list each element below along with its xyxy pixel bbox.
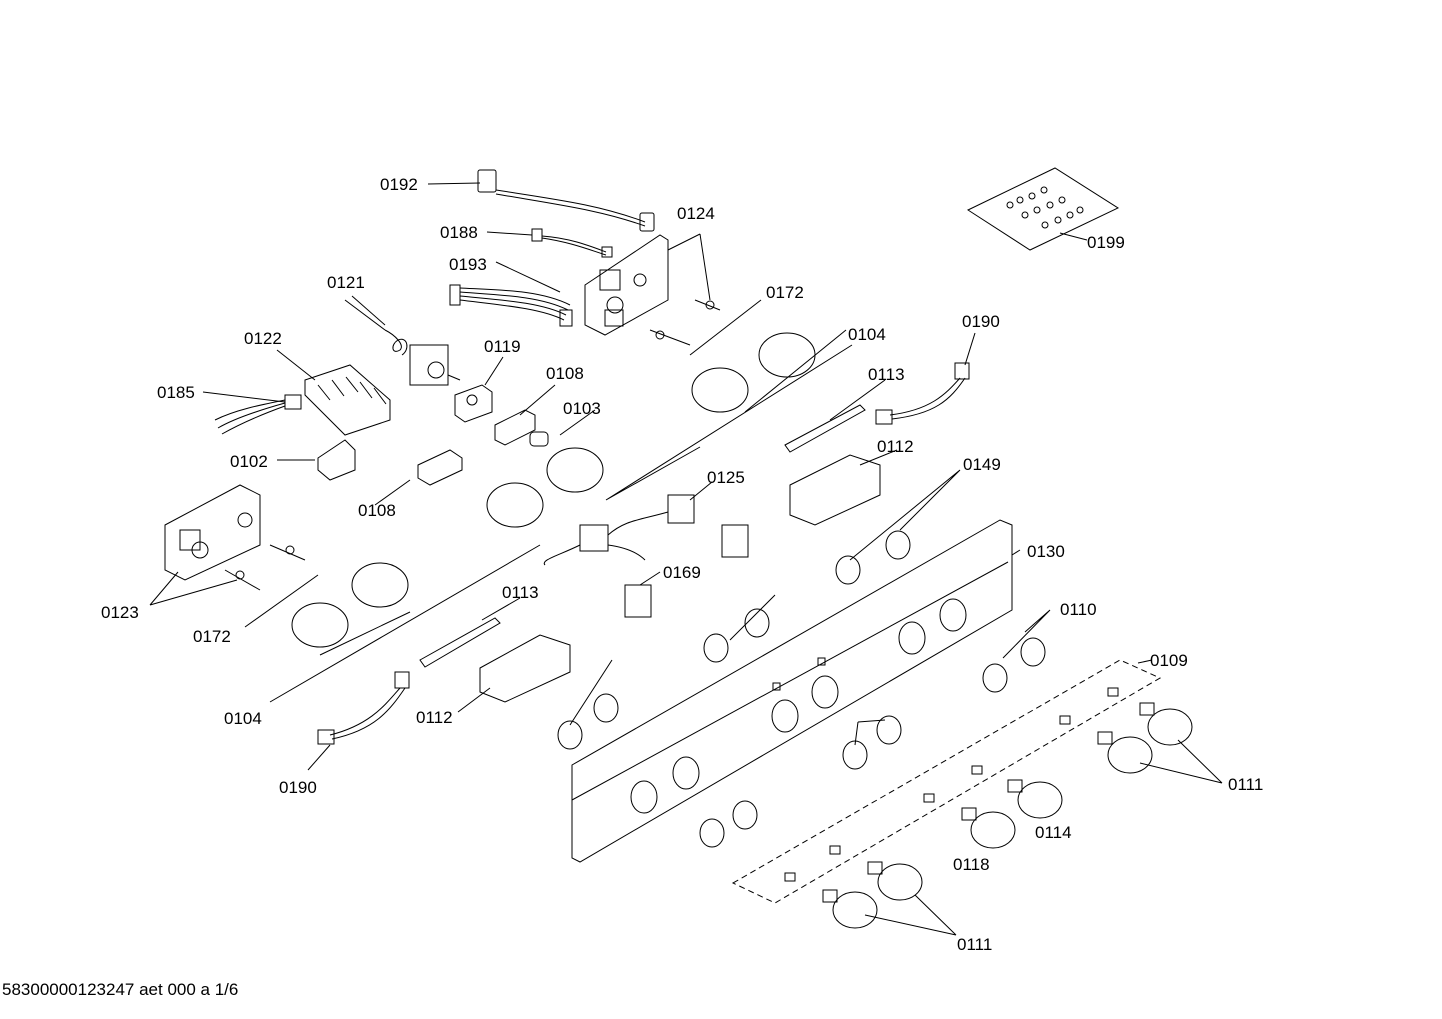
label-0108-top: 0108 [546, 364, 584, 383]
label-0199: 0199 [1087, 233, 1125, 252]
label-0113-bottom: 0113 [502, 583, 539, 602]
wire-harness-0193 [449, 284, 573, 327]
control-module-0123 [164, 484, 306, 591]
label-0172-top: 0172 [766, 283, 804, 302]
strip-0113-upper [784, 404, 866, 453]
label-0172-bottom: 0172 [193, 627, 231, 646]
bracket-0102 [317, 439, 356, 481]
label-0103: 0103 [563, 399, 601, 418]
knob-housings-0104 [291, 332, 816, 648]
label-0111-right: 0111 [1228, 775, 1263, 794]
label-0111-bottom: 0111 [957, 935, 992, 954]
control-module-0124 [584, 234, 721, 346]
wire-harness-0188 [531, 228, 613, 258]
label-0124: 0124 [677, 204, 715, 223]
label-0112-bottom: 0112 [416, 708, 453, 727]
wire-harness-0192 [477, 169, 655, 232]
label-0108-bottom: 0108 [358, 501, 396, 520]
wire-harness-0185 [214, 394, 302, 435]
bracket-0119 [454, 384, 493, 423]
label-0113-top: 0113 [868, 365, 905, 384]
label-0112-top: 0112 [877, 437, 914, 456]
knobs [822, 702, 1193, 929]
leader-lines [149, 182, 1223, 936]
label-0123: 0123 [101, 603, 139, 622]
label-0110: 0110 [1060, 600, 1097, 619]
label-0102: 0102 [230, 452, 268, 471]
label-0121: 0121 [327, 273, 365, 292]
switches-0169 [624, 524, 749, 618]
label-0193: 0193 [449, 255, 487, 274]
label-0190-top: 0190 [962, 312, 1000, 331]
terminal-block-0122 [304, 364, 391, 436]
label-0118: 0118 [953, 855, 990, 874]
strip-0113-lower [419, 617, 501, 668]
wire-harness-0190-top [875, 362, 970, 425]
label-0130: 0130 [1027, 542, 1065, 561]
label-0122: 0122 [244, 329, 282, 348]
label-0104-bottom: 0104 [224, 709, 262, 728]
pad-sheet-0109 [731, 659, 1162, 904]
label-0149: 0149 [963, 455, 1001, 474]
control-panel-0130 [571, 519, 1013, 863]
bracket-0112-upper [789, 454, 881, 526]
label-0190-bottom: 0190 [279, 778, 317, 797]
label-0114: 0114 [1035, 823, 1072, 842]
label-0169: 0169 [663, 563, 701, 582]
document-footer-id: 58300000123247 aet 000 a 1/6 [2, 980, 239, 999]
label-0185: 0185 [157, 383, 195, 402]
label-0188: 0188 [440, 223, 478, 242]
wire-harness-0125 [543, 494, 695, 566]
label-0119: 0119 [484, 337, 521, 356]
thermostat-0121 [344, 299, 461, 386]
label-0125: 0125 [707, 468, 745, 487]
part-labels: 0192 0188 0124 0193 0121 0172 0104 0190 … [101, 175, 1263, 954]
bracket-0112-lower [479, 634, 571, 703]
rings-0149-0110 [557, 530, 1046, 848]
label-0192: 0192 [380, 175, 418, 194]
wire-harness-0190-bottom [317, 671, 410, 745]
bracket-0108-lower [417, 449, 463, 486]
label-0109: 0109 [1150, 651, 1188, 670]
bracket-0108-upper [494, 409, 536, 446]
screw-bag-0199 [966, 167, 1120, 251]
lamp-0103 [529, 431, 549, 447]
label-0104-top: 0104 [848, 325, 886, 344]
